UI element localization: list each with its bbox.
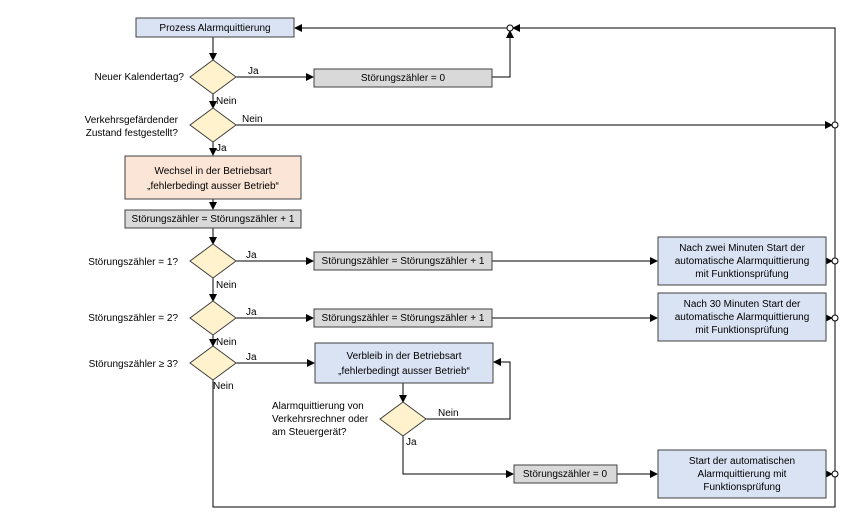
decision-counter-3-shape [189,345,237,381]
decision-counter-1-question: Störungszähler = 1? [88,257,178,268]
increment-counter-box-2-shape [313,308,493,328]
increment-counter-2-label: Störungszähler = Störungszähler + 1 [322,313,485,324]
label-nein: Nein [216,280,237,291]
label-ja: Ja [246,352,257,363]
reset-counter-box-2-shape [513,464,618,484]
action-box-1-shape [657,236,827,286]
decision-hazard-question-line-1: Verkehrsgefärdender [85,115,179,126]
decision-ack-source-shape [379,401,427,437]
action-box-2-line-3: mit Funktionsprüfung [695,325,788,336]
connector [426,358,511,420]
decision-new-day-question: Neuer Kalendertag? [94,72,184,83]
label-nein: Nein [213,381,234,392]
label-nein: Nein [242,114,263,125]
reset-counter-box-2: Störungszähler = 0 [513,464,618,484]
reset-counter-box-1-shape [313,68,493,88]
connector [402,436,514,478]
increment-counter-box-shape [124,209,302,229]
remain-mode-box-shape [314,342,494,384]
label-ja: Ja [406,437,417,448]
junctions [506,24,839,478]
action-box-2-line-2: automatische Alarmquittierung [675,312,810,323]
junction-node [831,470,839,478]
action-box-1: Nach zwei Minuten Start der automatische… [657,236,827,286]
action-box-3-shape [657,449,827,499]
reset-counter-box-1: Störungszähler = 0 [313,68,493,88]
decision-counter-1-shape [189,243,237,279]
label-ja: Ja [246,250,257,261]
increment-counter-box: Störungszähler = Störungszähler + 1 [124,209,302,229]
junction-node [831,314,839,322]
junction-node [831,121,839,129]
decision-counter-3: Störungszähler ≥ 3? [89,345,237,381]
reset-counter-box-1-label: Störungszähler = 0 [361,73,446,84]
decision-hazard-question-line-2: Zustand festgestellt? [86,128,179,139]
connector [492,30,514,78]
connector [212,380,836,508]
decision-counter-1: Störungszähler = 1? [88,243,237,279]
decision-new-day: Neuer Kalendertag? [94,59,237,95]
increment-counter-label: Störungszähler = Störungszähler + 1 [132,214,295,225]
label-ja: Ja [248,66,259,77]
start-box: Prozess Alarmquittierung [135,17,295,38]
decision-counter-2: Störungszähler = 2? [88,300,237,336]
decision-hazard: Verkehrsgefärdender Zustand festgestellt… [85,107,237,143]
label-nein: Nein [216,337,237,348]
label-ja: Ja [216,143,227,154]
action-box-3-line-3: Funktionsprüfung [703,482,780,493]
increment-counter-box-2: Störungszähler = Störungszähler + 1 [313,308,493,328]
label-nein: Nein [438,408,459,419]
start-box-shape [135,17,295,38]
branch-labels: Ja Nein Nein Ja Ja Nein Ja Nein Ja Nein … [213,66,459,448]
label-nein: Nein [216,96,237,107]
action-box-2: Nach 30 Minuten Start der automatische A… [657,292,827,342]
action-box-1-line-2: automatische Alarmquittierung [675,256,810,267]
decision-new-day-shape [189,59,237,95]
decision-ack-source: Alarmquittierung von Verkehrsrechner ode… [272,401,427,438]
decision-counter-3-question: Störungszähler ≥ 3? [89,359,179,370]
increment-counter-box-1: Störungszähler = Störungszähler + 1 [313,251,493,271]
mode-change-line-2: „fehlerbedingt ausser Betrieb“ [147,181,279,192]
remain-mode-line-1: Verbleib in der Betriebsart [346,351,461,362]
action-box-1-line-1: Nach zwei Minuten Start der [679,243,805,254]
action-box-1-line-3: mit Funktionsprüfung [695,269,788,280]
reset-counter-box-2-label: Störungszähler = 0 [523,469,608,480]
action-box-3-line-1: Start der automatischen [689,456,795,467]
increment-counter-box-1-shape [313,251,493,271]
mode-change-line-1: Wechsel in der Betriebsart [154,166,271,177]
mode-change-box: Wechsel in der Betriebsart „fehlerbeding… [124,155,302,200]
decision-ack-source-line-3: am Steuergerät? [272,427,347,438]
mode-change-box-shape [124,155,302,200]
junction-node [831,257,839,265]
remain-mode-box: Verbleib in der Betriebsart „fehlerbedin… [314,342,494,384]
decision-counter-2-shape [189,300,237,336]
decision-ack-source-line-1: Alarmquittierung von [272,401,364,412]
action-box-3-line-2: Alarmquittierung mit [698,469,787,480]
action-box-3: Start der automatischen Alarmquittierung… [657,449,827,499]
action-box-2-shape [657,292,827,342]
decision-ack-source-line-2: Verkehrsrechner oder [272,414,369,425]
action-box-2-line-1: Nach 30 Minuten Start der [684,299,801,310]
decision-hazard-shape [189,107,237,143]
connectors [209,24,836,508]
connector [512,24,836,122]
decision-counter-2-question: Störungszähler = 2? [88,313,178,324]
label-ja: Ja [246,307,257,318]
increment-counter-1-label: Störungszähler = Störungszähler + 1 [322,256,485,267]
remain-mode-line-2: „fehlerbedingt ausser Betrieb“ [338,366,470,377]
start-box-label: Prozess Alarmquittierung [159,23,270,34]
junction-node [506,24,514,32]
